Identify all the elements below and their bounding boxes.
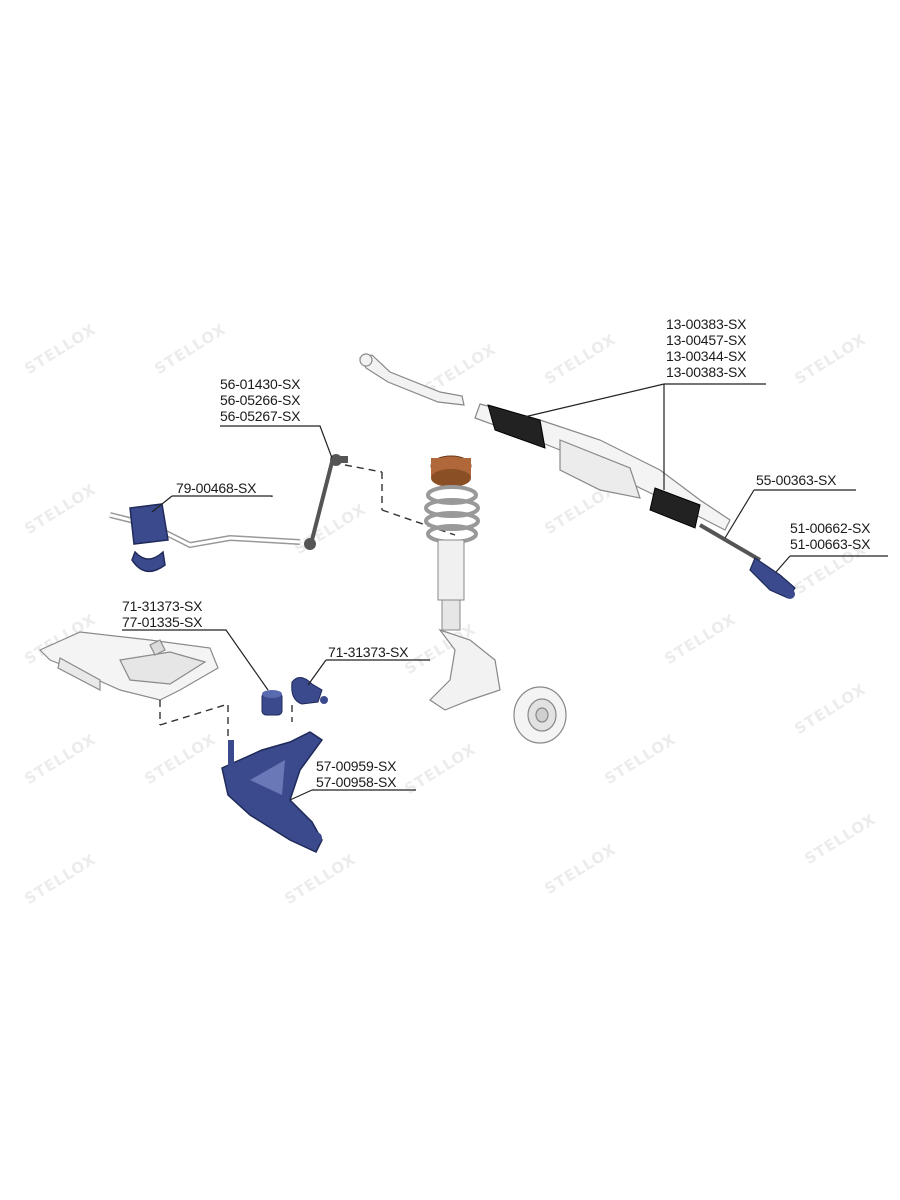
part-number: 77-01335-SX (122, 614, 203, 630)
part-number: 13-00383-SX (666, 364, 747, 380)
arm-bushing-front-part (291, 677, 328, 705)
part-number: 57-00958-SX (316, 774, 397, 790)
part-number: 51-00662-SX (790, 520, 871, 536)
part-number: 55-00363-SX (756, 472, 837, 488)
label-arm-bush-front: 71-31373-SX (328, 644, 409, 660)
rack-boot-left (487, 404, 546, 449)
label-rack-boot: 13-00383-SX 13-00457-SX 13-00344-SX 13-0… (666, 316, 747, 380)
part-number: 13-00383-SX (666, 316, 747, 332)
label-control-arm: 57-00959-SX 57-00958-SX (316, 758, 397, 790)
part-number: 51-00663-SX (790, 536, 871, 552)
part-number: 56-01430-SX (220, 376, 301, 392)
part-number: 71-31373-SX (328, 644, 409, 660)
part-number-highlighted: 71-31373-SX (122, 598, 203, 614)
wheel-hub (513, 686, 567, 744)
control-arm-part (221, 731, 324, 853)
part-number: 13-00344-SX (666, 348, 747, 364)
steering-knuckle (429, 628, 501, 711)
strut-assembly (424, 455, 480, 631)
stabilizer-link (304, 454, 348, 550)
part-number: 57-00959-SX (316, 758, 397, 774)
guide-lines (159, 464, 456, 740)
part-number: 56-05266-SX (220, 392, 301, 408)
label-arm-bush-rear: 71-31373-SX 77-01335-SX (122, 598, 203, 630)
part-number: 56-05267-SX (220, 408, 301, 424)
arm-bushing-rear-part (261, 690, 283, 716)
rack-boot-right (649, 487, 701, 529)
tie-rod-left (359, 353, 465, 406)
label-stab-link: 56-01430-SX 56-05266-SX 56-05267-SX (220, 376, 301, 424)
label-inner-tie-rod: 55-00363-SX (756, 472, 837, 488)
part-number: 13-00457-SX (666, 332, 747, 348)
label-tie-rod-end: 51-00662-SX 51-00663-SX (790, 520, 871, 552)
stabilizer-bushing (129, 503, 169, 573)
subframe (38, 631, 219, 701)
inner-tie-rod-part (698, 523, 762, 562)
part-number: 79-00468-SX (176, 480, 257, 496)
label-stab-bush: 79-00468-SX (176, 480, 257, 496)
leader-lines (122, 383, 888, 801)
tie-rod-end-part (749, 557, 796, 599)
